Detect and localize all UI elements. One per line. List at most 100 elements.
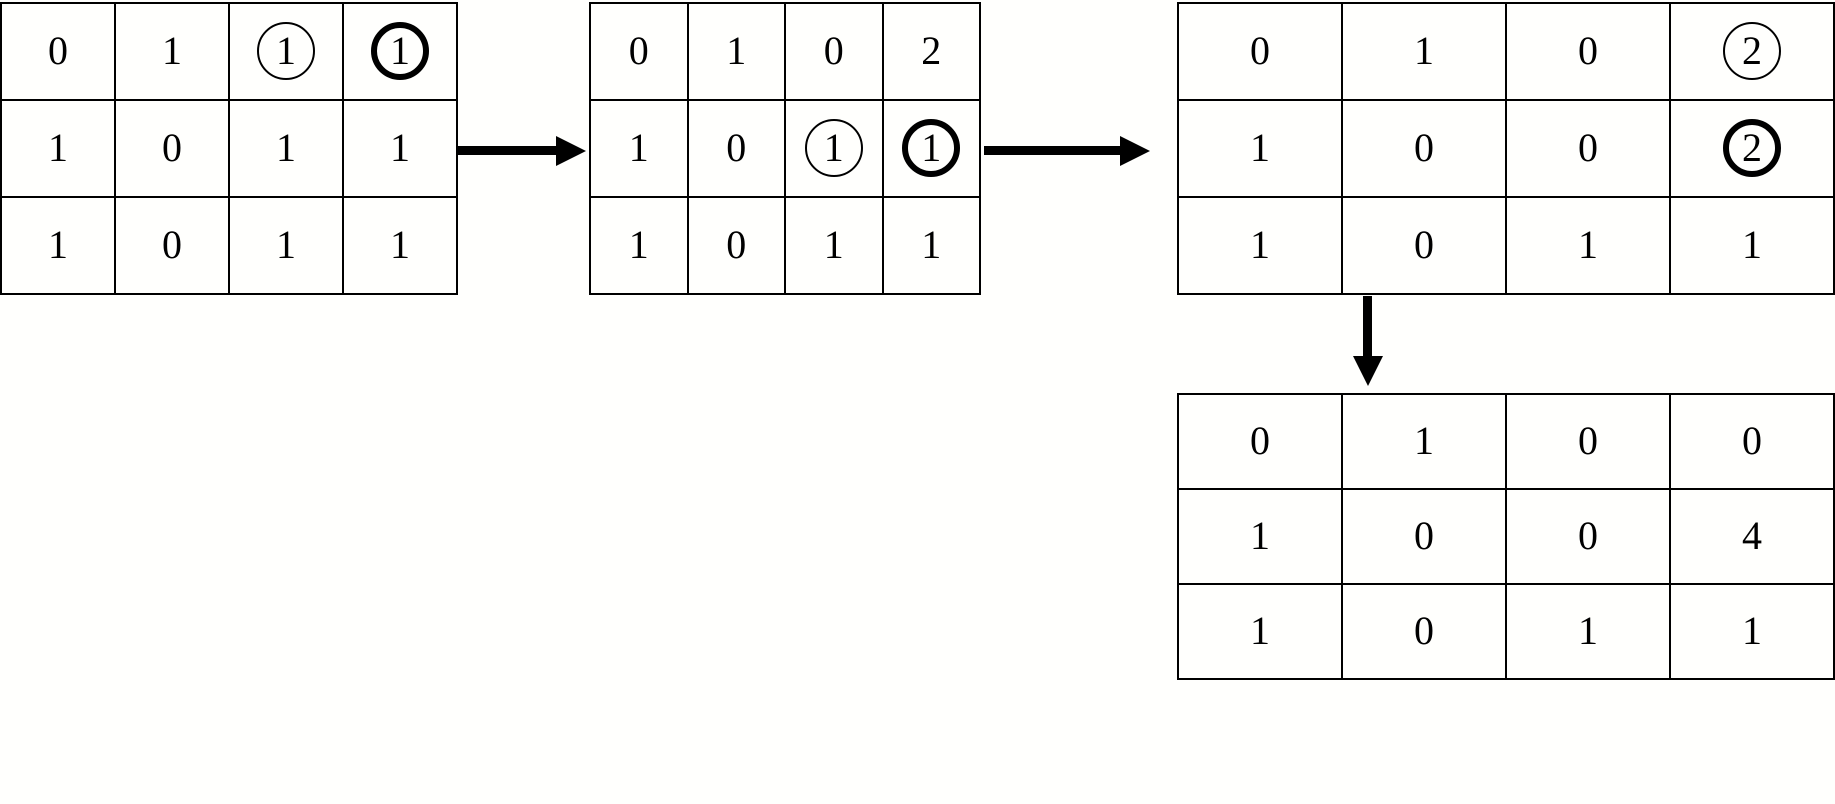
matrix-cell-value: 0 (1414, 607, 1434, 653)
matrix-cell-value: 1 (921, 221, 942, 267)
matrix-cell: 0 (688, 198, 786, 295)
bold-circle-highlight: 1 (902, 118, 961, 177)
matrix-cell: 1 (230, 4, 344, 101)
matrix-cell: 2 (1671, 101, 1835, 198)
matrix-cell: 1 (1671, 198, 1835, 295)
matrix-cell-value: 0 (1250, 417, 1270, 463)
matrix-cell-value: 0 (1414, 124, 1434, 170)
matrix-cell-value: 4 (1742, 512, 1762, 558)
matrix-cell-value: 1 (48, 124, 68, 170)
matrix-cell: 1 (1179, 198, 1343, 295)
matrix-cell-value: 0 (1578, 124, 1598, 170)
matrix-cell: 1 (591, 101, 689, 198)
matrix-cell: 0 (1507, 490, 1671, 585)
matrix-cell-value: 1 (1250, 512, 1270, 558)
matrix-cell: 1 (1179, 585, 1343, 680)
matrix-cell-value: 1 (276, 124, 296, 170)
matrix-cell: 0 (1507, 101, 1671, 198)
matrix-cell-value: 0 (1414, 221, 1434, 267)
matrix-grid-3: 0 1 0 2 1 0 0 2 1 0 1 1 (1177, 2, 1835, 295)
matrix-cell-value: 1 (1414, 417, 1434, 463)
matrix-cell-value: 1 (1250, 124, 1270, 170)
matrix-cell: 1 (883, 198, 981, 295)
matrix-cell-value: 0 (1578, 27, 1598, 73)
matrix-cell: 1 (1343, 395, 1507, 490)
matrix-cell: 0 (786, 4, 884, 101)
matrix-cell: 0 (1507, 4, 1671, 101)
matrix-cell-value: 1 (823, 221, 844, 267)
matrix-cell: 1 (786, 198, 884, 295)
matrix-cell: 1 (591, 198, 689, 295)
matrix-cell-value: 1 (1414, 27, 1434, 73)
matrix-cell-value: 0 (1578, 417, 1598, 463)
matrix-cell-value: 0 (726, 124, 747, 170)
matrix-cell: 1 (116, 4, 230, 101)
matrix-cell-value: 0 (1742, 417, 1762, 463)
matrix-cell: 1 (1671, 585, 1835, 680)
arrow-right-grid2-to-grid3 (984, 146, 1122, 155)
matrix-cell: 0 (116, 198, 230, 295)
matrix-cell: 2 (1671, 4, 1835, 101)
matrix-cell: 1 (344, 198, 458, 295)
matrix-cell-value: 1 (1250, 607, 1270, 653)
matrix-cell-value: 0 (823, 27, 844, 73)
matrix-cell-value: 1 (628, 221, 649, 267)
matrix-cell-value: 1 (162, 27, 182, 73)
matrix-cell: 0 (1343, 585, 1507, 680)
matrix-cell: 0 (1179, 395, 1343, 490)
matrix-cell-value: 0 (628, 27, 649, 73)
matrix-cell: 0 (1179, 4, 1343, 101)
matrix-cell-value: 0 (1578, 512, 1598, 558)
matrix-cell: 1 (1507, 585, 1671, 680)
matrix-cell-value: 1 (390, 221, 410, 267)
bold-circle-highlight: 1 (371, 21, 429, 80)
matrix-cell: 0 (591, 4, 689, 101)
arrow-down-grid3-to-grid4 (1363, 296, 1372, 358)
thin-circle-highlight: 1 (257, 21, 315, 80)
matrix-cell: 1 (230, 101, 344, 198)
matrix-cell-value: 1 (276, 221, 296, 267)
matrix-cell: 1 (1179, 101, 1343, 198)
matrix-cell-value: 0 (48, 27, 68, 73)
matrix-cell-value: 1 (628, 124, 649, 170)
matrix-cell-value: 0 (726, 221, 747, 267)
matrix-cell-value: 1 (1578, 221, 1598, 267)
matrix-cell: 1 (344, 4, 458, 101)
matrix-cell-value: 1 (1742, 221, 1762, 267)
matrix-cell: 1 (2, 101, 116, 198)
matrix-cell-value: 1 (1250, 221, 1270, 267)
matrix-cell: 0 (1507, 395, 1671, 490)
matrix-cell: 1 (1507, 198, 1671, 295)
arrow-right-grid1-to-grid2 (458, 146, 558, 155)
matrix-cell: 1 (230, 198, 344, 295)
matrix-cell-value: 2 (921, 27, 942, 73)
matrix-cell: 0 (2, 4, 116, 101)
matrix-cell: 0 (688, 101, 786, 198)
matrix-cell: 0 (1343, 490, 1507, 585)
matrix-grid-4: 0 1 0 0 1 0 0 4 1 0 1 1 (1177, 393, 1835, 680)
matrix-cell-value: 1 (1578, 607, 1598, 653)
matrix-cell-value: 1 (390, 124, 410, 170)
matrix-cell: 0 (1343, 101, 1507, 198)
thin-circle-highlight: 2 (1723, 21, 1781, 80)
matrix-cell-value: 0 (1414, 512, 1434, 558)
matrix-cell: 0 (1671, 395, 1835, 490)
matrix-cell-value: 0 (1250, 27, 1270, 73)
matrix-cell: 1 (344, 101, 458, 198)
matrix-cell-value: 1 (726, 27, 747, 73)
matrix-cell: 0 (116, 101, 230, 198)
matrix-cell: 2 (883, 4, 981, 101)
matrix-cell-value: 1 (1742, 607, 1762, 653)
matrix-cell: 4 (1671, 490, 1835, 585)
thin-circle-highlight: 1 (804, 118, 863, 177)
matrix-cell-value: 1 (48, 221, 68, 267)
matrix-cell: 1 (688, 4, 786, 101)
matrix-cell: 1 (2, 198, 116, 295)
matrix-cell: 1 (786, 101, 884, 198)
matrix-cell: 0 (1343, 198, 1507, 295)
bold-circle-highlight: 2 (1723, 118, 1781, 177)
matrix-cell-value: 0 (162, 221, 182, 267)
